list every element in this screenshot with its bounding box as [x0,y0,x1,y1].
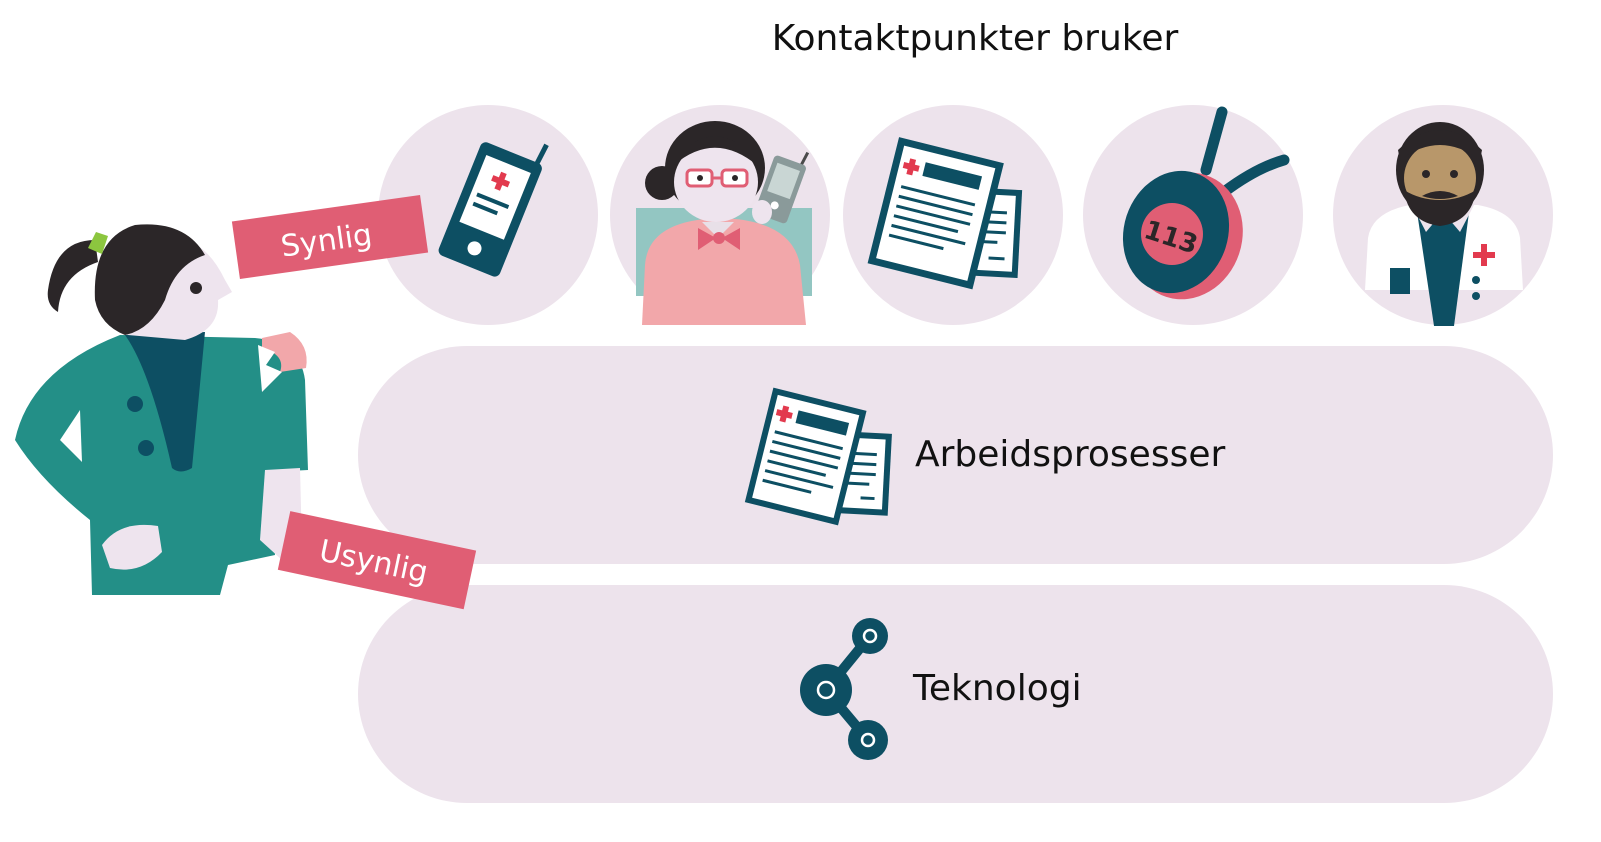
documents-icon [744,387,892,526]
technology-label: Teknologi [912,668,1082,709]
mobile-phone-icon [438,142,549,277]
alarm-pendant-icon: 113 [1122,106,1290,300]
technology-band [358,585,1553,803]
documents-icon [867,137,1023,290]
diagram-title: Kontaktpunkter bruker [772,18,1179,59]
visible-tag: Synlig [231,195,429,279]
doctor-icon [1365,122,1523,326]
invisible-tag: Usynlig [277,511,477,610]
patient-figure-icon [15,224,308,595]
receptionist-icon [636,121,812,325]
processes-label: Arbeidsprosesser [915,434,1225,475]
processes-band [358,346,1553,564]
network-icon [800,618,888,760]
